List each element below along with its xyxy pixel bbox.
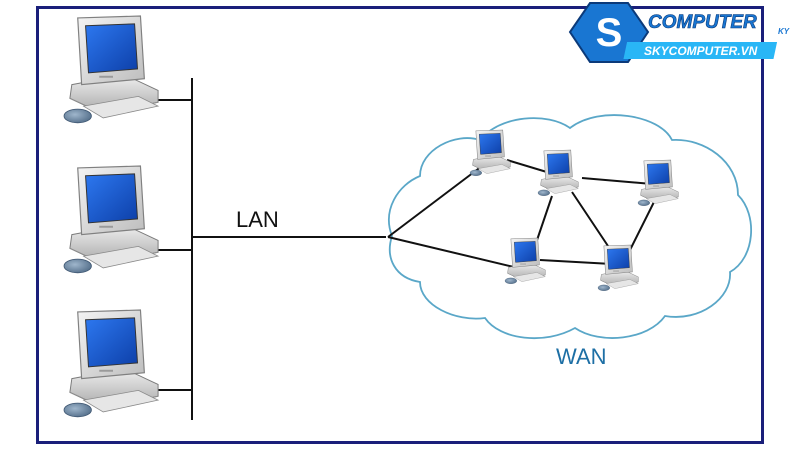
desktop-computer-icon (63, 309, 159, 418)
wan-cloud (388, 114, 753, 339)
skycomputer-logo: S COMPUTER KY SKYCOMPUTER.VN (568, 2, 790, 63)
desktop-computer-icon (63, 15, 159, 124)
desktop-computer-icon (63, 165, 159, 274)
lan-computer-3 (63, 309, 159, 418)
wan-label: WAN (556, 344, 607, 369)
logo-brand-small: KY (778, 27, 790, 36)
logo-brand: COMPUTER (648, 12, 757, 33)
logo-website: SKYCOMPUTER.VN (644, 44, 758, 58)
lan-bus (150, 78, 386, 420)
lan-computer-1 (63, 15, 159, 124)
lan-computer-2 (63, 165, 159, 274)
logo-letter-s: S (596, 11, 623, 55)
logo-ribbon (623, 42, 778, 59)
wan-links (387, 159, 657, 269)
lan-label: LAN (236, 207, 279, 232)
